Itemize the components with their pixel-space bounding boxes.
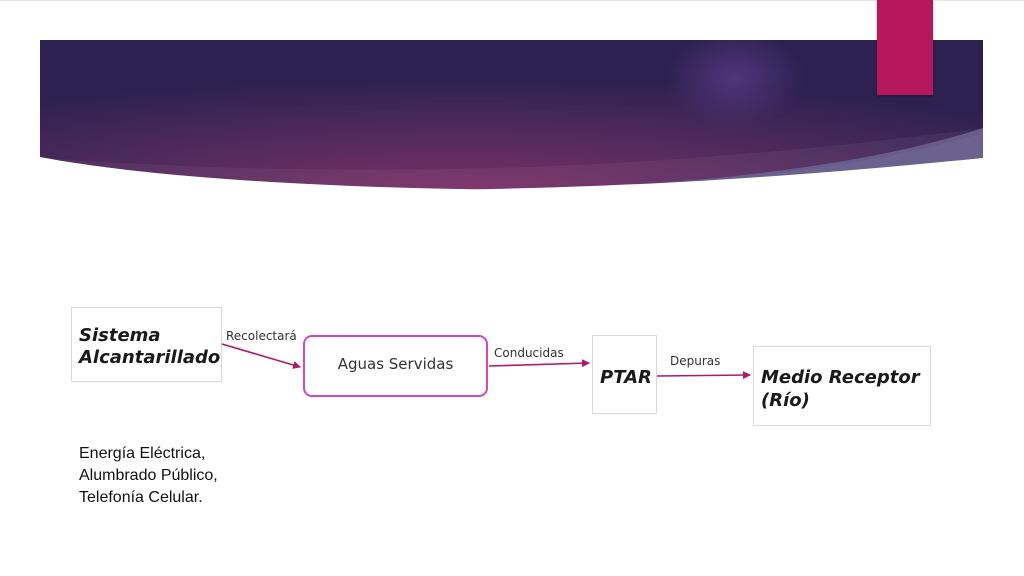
- node-aguas-label: Aguas Servidas: [337, 355, 454, 373]
- edge-depuras-label: Depuras: [670, 354, 721, 368]
- services-note: Energía Eléctrica, Alumbrado Público, Te…: [79, 443, 319, 509]
- note-line-3: Telefonía Celular.: [79, 489, 203, 506]
- node-medio-receptor: Medio Receptor (Río): [753, 346, 931, 426]
- top-divider: [0, 0, 1024, 1]
- note-line-1: Energía Eléctrica,: [79, 445, 206, 462]
- edge-recolectara-arrow: [221, 343, 301, 369]
- node-sistema-alcantarillado: Sistema Alcantarillado: [71, 307, 222, 382]
- banner-graphic: [40, 40, 983, 190]
- edge-conducidas-arrow: [488, 359, 590, 368]
- edge-depuras-arrow: [656, 371, 751, 380]
- header-banner: [40, 40, 983, 190]
- node-medio-line1: Medio Receptor: [761, 367, 920, 388]
- node-aguas-servidas: Aguas Servidas: [303, 335, 488, 397]
- node-ptar: PTAR: [592, 335, 657, 414]
- edge-recolectara-label: Recolectará: [226, 329, 297, 343]
- node-sistema-line1: Sistema: [79, 325, 161, 346]
- note-line-2: Alumbrado Público,: [79, 467, 218, 484]
- accent-tab: [877, 0, 933, 95]
- node-ptar-label: PTAR: [600, 367, 652, 388]
- node-medio-line2: (Río): [761, 390, 810, 411]
- edge-conducidas-label: Conducidas: [494, 346, 564, 360]
- node-sistema-line2: Alcantarillado: [79, 347, 221, 368]
